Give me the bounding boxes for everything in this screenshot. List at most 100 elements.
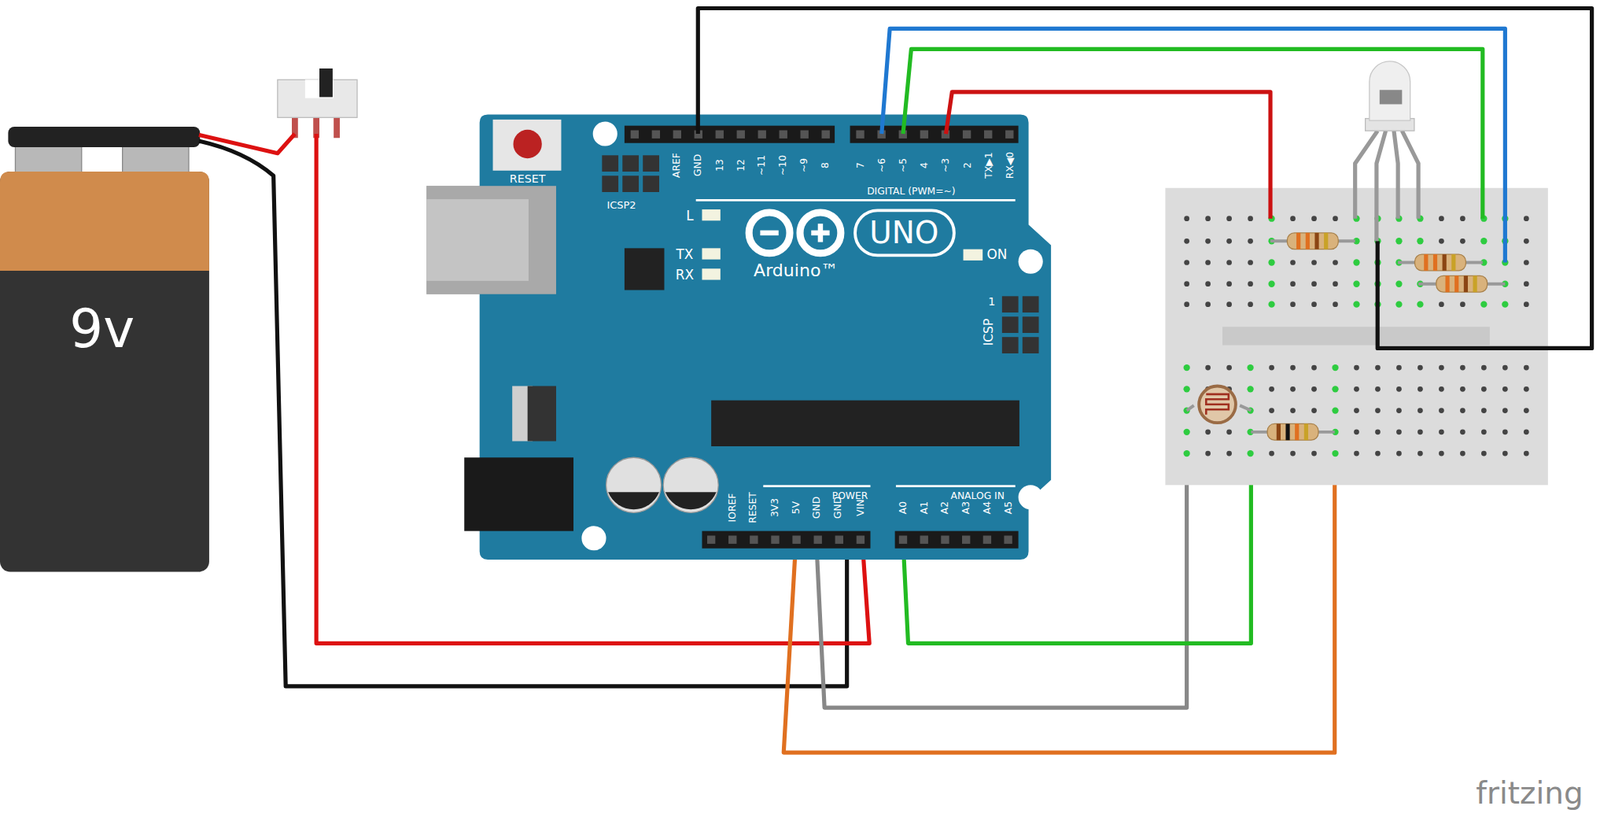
resistor-band xyxy=(1305,232,1310,250)
header-pin xyxy=(715,130,724,139)
hole xyxy=(1183,280,1190,287)
hole xyxy=(1226,280,1232,287)
icsp-pin xyxy=(1022,336,1040,354)
hole xyxy=(1331,364,1339,371)
hole xyxy=(1396,364,1402,371)
hole xyxy=(1183,301,1190,307)
hole xyxy=(1395,280,1402,288)
pin-label: AREF xyxy=(671,152,682,178)
hole xyxy=(1290,215,1296,222)
hole xyxy=(1226,215,1232,222)
watermark: fritzing xyxy=(1475,777,1583,808)
header-pin xyxy=(758,130,767,139)
hole xyxy=(1205,428,1211,435)
pin-label: ~5 xyxy=(898,158,908,173)
pin-headers xyxy=(601,125,1039,549)
capacitor xyxy=(606,457,662,513)
header-pin xyxy=(814,535,823,544)
hole xyxy=(1438,364,1445,371)
pin-label: ICSP xyxy=(983,317,996,346)
wire xyxy=(199,133,295,154)
icsp-pin xyxy=(1022,316,1040,333)
resistor-band xyxy=(1294,423,1299,440)
hole xyxy=(1438,386,1445,392)
header-pin xyxy=(1005,130,1014,139)
hole xyxy=(1353,428,1360,435)
hole xyxy=(1268,258,1275,266)
header-pin xyxy=(1003,535,1012,544)
hole xyxy=(1183,215,1190,222)
hole xyxy=(1416,237,1424,244)
hole xyxy=(1459,238,1466,244)
hole xyxy=(1290,364,1296,371)
hole xyxy=(1183,364,1190,371)
battery-terminal xyxy=(122,144,189,174)
hole xyxy=(1205,259,1211,266)
hole xyxy=(1523,238,1530,244)
hole xyxy=(1311,450,1317,457)
resistors xyxy=(1250,232,1505,440)
wire xyxy=(697,8,1592,349)
hole xyxy=(1205,280,1211,287)
button-label: RESET xyxy=(509,173,546,185)
hole xyxy=(1416,301,1424,308)
pin-label: DIGITAL (PWM=~) xyxy=(866,185,956,196)
hole xyxy=(1459,301,1466,307)
logo xyxy=(759,230,778,236)
hole xyxy=(1268,364,1275,371)
battery-body xyxy=(0,171,210,572)
hole xyxy=(1438,428,1445,435)
hole xyxy=(1290,259,1296,266)
hole xyxy=(1502,364,1508,371)
header-pin xyxy=(737,130,745,139)
hole xyxy=(1205,215,1211,222)
header-pin xyxy=(779,130,788,139)
resistor-band xyxy=(1442,254,1447,271)
breadboard-channel xyxy=(1222,326,1490,345)
hole xyxy=(1311,386,1317,392)
hole xyxy=(1396,386,1402,392)
hole xyxy=(1481,428,1487,435)
hole xyxy=(1459,407,1466,413)
hole xyxy=(1247,215,1254,222)
header-pin xyxy=(728,535,737,544)
header-pin xyxy=(749,535,758,544)
hole xyxy=(1332,215,1339,222)
hole xyxy=(1375,364,1381,371)
pin-label: IOREF xyxy=(727,492,738,522)
usb-port xyxy=(426,185,557,295)
hole xyxy=(1375,386,1381,392)
hole xyxy=(1395,237,1402,244)
silkscreen-line xyxy=(895,484,1016,487)
hole xyxy=(1523,301,1530,307)
header-pin xyxy=(920,130,929,139)
resistor-symbol xyxy=(1286,232,1339,250)
pin-label: UNO xyxy=(869,217,939,248)
logo xyxy=(800,212,841,254)
led-rx xyxy=(701,268,720,280)
hole xyxy=(1438,215,1445,222)
pin-label: A1 xyxy=(919,501,930,514)
header-pin xyxy=(652,130,660,139)
header-pin xyxy=(800,130,809,139)
hole xyxy=(1396,428,1402,435)
hole xyxy=(1205,450,1211,457)
hole xyxy=(1226,238,1232,244)
hole xyxy=(1502,450,1508,457)
led-on xyxy=(963,249,984,261)
led-tx xyxy=(701,247,720,259)
resistor-band xyxy=(1454,275,1459,292)
hole xyxy=(1311,301,1317,307)
switch-body xyxy=(277,79,358,118)
hole xyxy=(1311,407,1317,413)
hole xyxy=(1205,364,1211,371)
pin-label: 7 xyxy=(855,162,865,169)
pin-label: ~6 xyxy=(877,158,887,173)
pin-label: VIN xyxy=(855,498,865,516)
hole xyxy=(1417,407,1424,413)
pin-label: RX◀0 xyxy=(1005,151,1015,179)
hole xyxy=(1205,301,1211,307)
switch-slider xyxy=(319,68,333,97)
silkscreen-line xyxy=(763,484,871,487)
battery-terminal xyxy=(14,144,82,174)
